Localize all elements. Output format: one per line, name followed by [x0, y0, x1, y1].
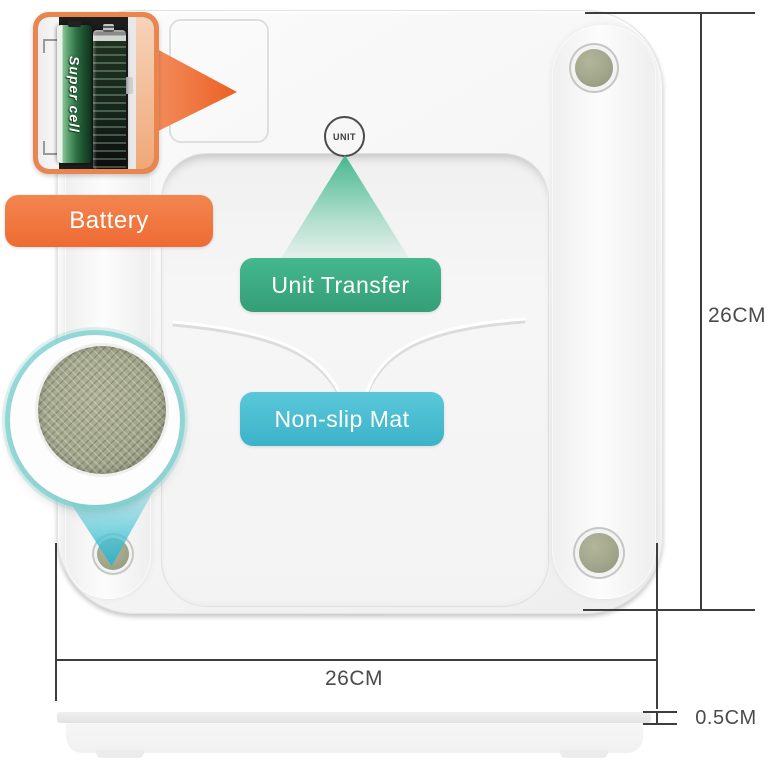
- scale-foot-top-right: [575, 49, 613, 87]
- battery-label: Battery: [5, 195, 213, 247]
- compartment-lit-edge: [136, 17, 154, 169]
- magnifier-circle: [10, 335, 180, 505]
- unit-transfer-text: Unit Transfer: [271, 271, 410, 298]
- non-slip-mat-label: Non-slip Mat: [240, 392, 444, 446]
- battery-spring-contact: [103, 24, 114, 32]
- compartment-mark: [43, 39, 57, 53]
- thickness-dim-bottom-line: [643, 723, 677, 725]
- unit-transfer-label: Unit Transfer: [240, 258, 441, 312]
- width-dim-right-tick: [656, 543, 658, 709]
- unit-button-label: UNIT: [333, 131, 356, 142]
- width-dim-left-tick: [55, 543, 57, 701]
- width-dim-line: [55, 659, 658, 661]
- side-view-platform: [57, 712, 651, 723]
- unit-button: UNIT: [324, 116, 365, 157]
- thickness-dim-connector: [656, 711, 658, 725]
- scale-right-channel: [552, 25, 656, 599]
- scale-foot-bottom-right: [579, 533, 619, 573]
- battery-label-text: Battery: [69, 207, 149, 234]
- thickness-dim-top-line: [643, 711, 677, 713]
- battery-brand-text: Super cell: [66, 55, 83, 133]
- height-dim-label: 26CM: [707, 304, 767, 327]
- non-slip-mat-texture: [38, 346, 166, 474]
- thickness-dim-label: 0.5CM: [695, 707, 757, 729]
- side-view-foot-left: [96, 750, 144, 758]
- height-dim-bottom-tick: [583, 609, 755, 611]
- height-dim-top-tick: [585, 12, 755, 14]
- side-view-body: [66, 723, 643, 753]
- compartment-mark: [43, 141, 57, 155]
- battery-aa-supercell: Super cell: [57, 21, 92, 163]
- compartment-latch: [124, 77, 133, 94]
- height-dim-line: [700, 12, 702, 611]
- battery-aa-dark: [93, 24, 126, 169]
- width-dim-label: 26CM: [324, 667, 384, 690]
- battery-compartment-wall: [38, 17, 59, 169]
- battery-inset-photo: Super cell: [33, 12, 159, 174]
- non-slip-mat-text: Non-slip Mat: [274, 405, 410, 432]
- side-view-foot-right: [560, 750, 608, 758]
